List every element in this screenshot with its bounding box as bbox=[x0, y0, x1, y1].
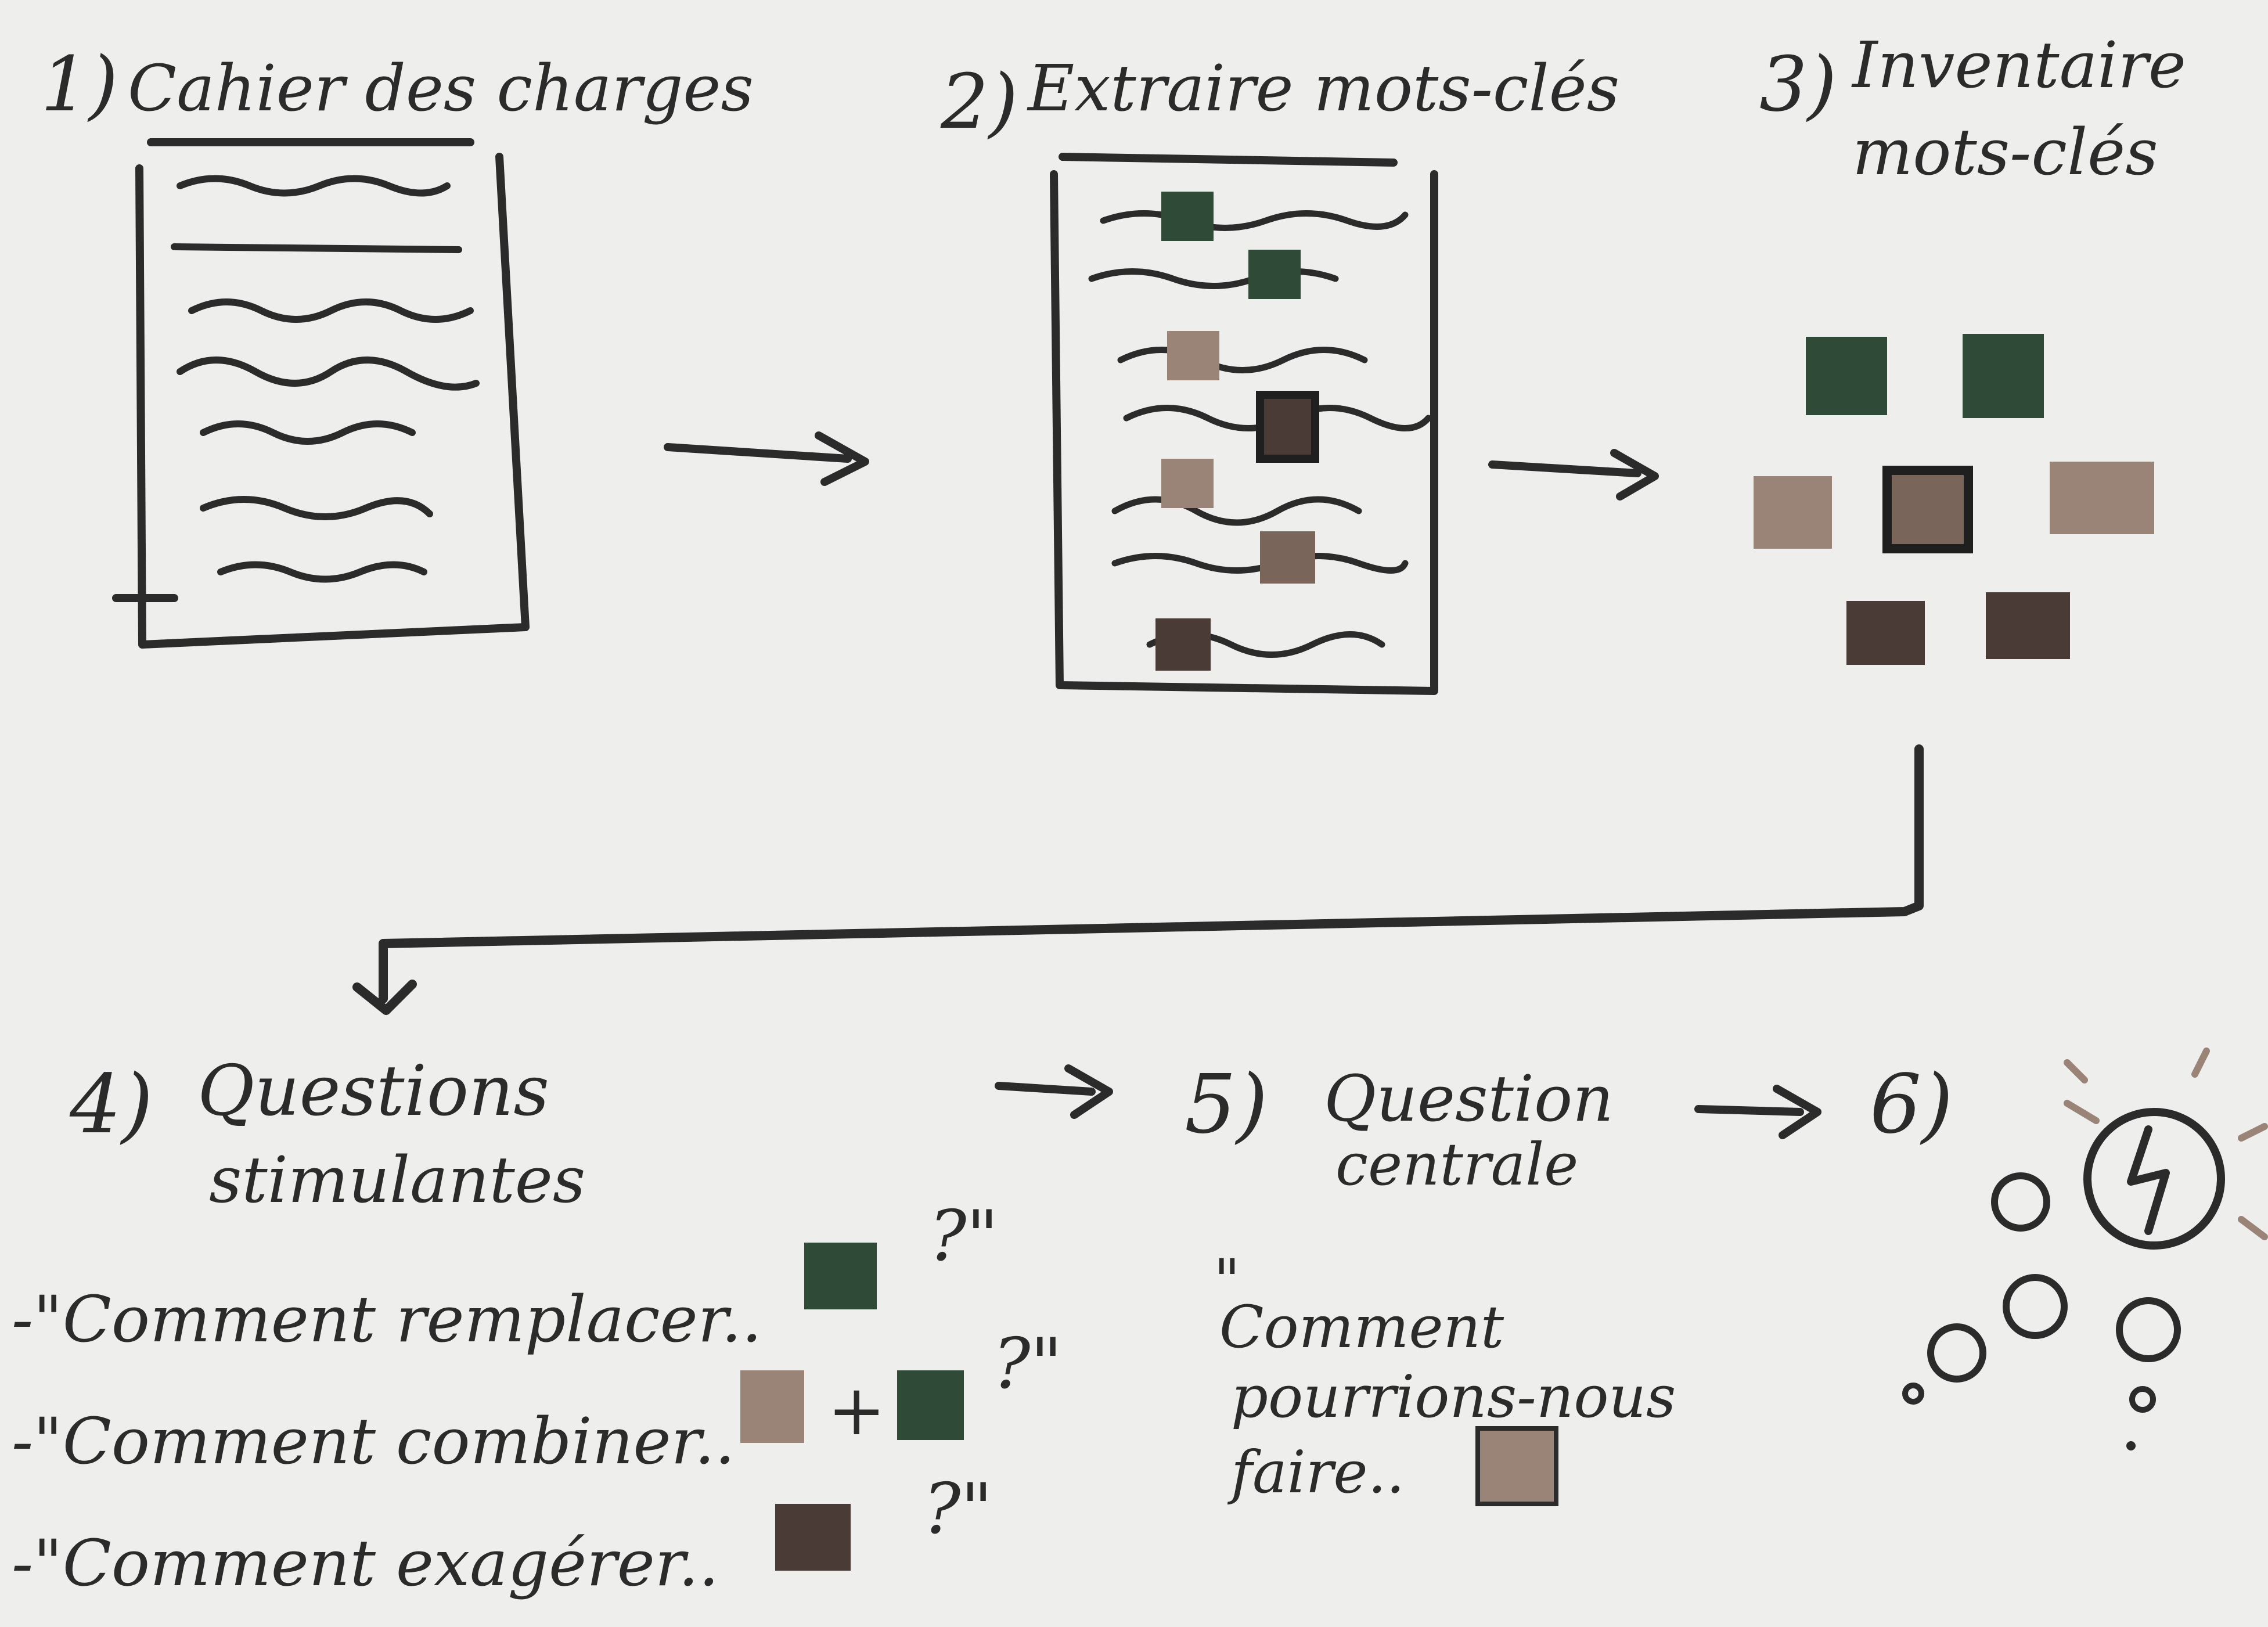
question-end: ?" bbox=[929, 1196, 999, 1277]
keyword-square-icon bbox=[1260, 531, 1315, 584]
question-item: -"Comment combiner.. + ?" bbox=[12, 1324, 1063, 1478]
keyword-square-icon bbox=[897, 1370, 964, 1440]
question-item: -"Comment exagérer.. ?" bbox=[12, 1469, 993, 1600]
step-6-number: 6) bbox=[1870, 1057, 1953, 1152]
step-2-label: Extraire mots-clés bbox=[1027, 51, 1619, 125]
lightning-bulb-icon bbox=[1902, 1048, 2268, 1450]
open-quote: " bbox=[1214, 1247, 1240, 1315]
question-list: -"Comment remplacer.. ?" -"Comment combi… bbox=[12, 1196, 1063, 1600]
keyword-square-icon bbox=[804, 1243, 877, 1309]
keyword-square-icon bbox=[1806, 337, 1887, 415]
keyword-square-icon bbox=[1963, 334, 2044, 418]
keyword-square-icon bbox=[1754, 476, 1832, 549]
central-question-line1: Comment bbox=[1219, 1293, 1504, 1361]
step-3-label-line1: Inventaire bbox=[1851, 28, 2186, 102]
arrow-right-icon bbox=[1488, 449, 1659, 501]
keyword-square-icon bbox=[1256, 391, 1319, 463]
step-4-number: 4) bbox=[69, 1057, 153, 1152]
step-4-label-line1: Questions bbox=[197, 1051, 549, 1132]
step-3-label-line2: mots-clés bbox=[1852, 115, 2158, 189]
arrow-right-icon bbox=[664, 431, 869, 486]
keyword-square-icon bbox=[1986, 592, 2070, 659]
keyword-square-icon bbox=[775, 1504, 851, 1571]
step-3: 3) Inventaire mots-clés bbox=[1754, 28, 2186, 665]
central-question-line2: pourrions-nous bbox=[1231, 1363, 1676, 1431]
keyword-square-icon bbox=[1161, 459, 1214, 508]
keyword-square-icon bbox=[1882, 466, 1973, 553]
step-3-number: 3) bbox=[1759, 40, 1837, 128]
plus-sign: + bbox=[827, 1370, 886, 1451]
central-question-line3: faire.. bbox=[1227, 1438, 1405, 1506]
question-text: -"Comment remplacer.. bbox=[12, 1282, 762, 1356]
step-2: 2) Extraire mots-clés bbox=[940, 51, 1659, 695]
keyword-inventory bbox=[1754, 334, 2154, 665]
step-1: 1) Cahier des charges bbox=[41, 40, 869, 649]
keyword-square-icon bbox=[2050, 462, 2154, 534]
step-5-label-line1: Question bbox=[1324, 1061, 1614, 1136]
document-with-keywords-icon bbox=[1050, 153, 1438, 695]
question-item: -"Comment remplacer.. ?" bbox=[12, 1196, 999, 1356]
keyword-square-icon bbox=[1167, 331, 1219, 380]
step-5-number: 5) bbox=[1185, 1057, 1268, 1152]
keyword-square-icon bbox=[1155, 618, 1211, 671]
text-lines bbox=[171, 175, 480, 583]
question-end: ?" bbox=[993, 1324, 1063, 1405]
keyword-square-icon bbox=[1475, 1426, 1558, 1506]
step-4-label-line2: stimulantes bbox=[209, 1143, 585, 1217]
keyword-square-icon bbox=[1161, 192, 1214, 241]
step-1-number: 1) bbox=[41, 40, 118, 128]
document-icon bbox=[112, 138, 530, 649]
question-text: -"Comment exagérer.. bbox=[12, 1526, 719, 1600]
keyword-square-icon bbox=[740, 1370, 804, 1443]
central-question: " Comment pourrions-nous faire.. bbox=[1214, 1247, 1676, 1506]
step-2-number: 2) bbox=[940, 57, 1018, 146]
keyword-square-icon bbox=[1248, 250, 1301, 299]
step-4: 4) Questions stimulantes -"Comment rempl… bbox=[12, 1051, 1113, 1600]
arrow-right-icon bbox=[995, 1064, 1113, 1119]
question-end: ?" bbox=[923, 1469, 993, 1550]
step-1-label: Cahier des charges bbox=[128, 51, 754, 125]
step-6: 6) bbox=[1870, 1048, 2268, 1450]
question-text: -"Comment combiner.. bbox=[12, 1404, 735, 1478]
connector-arrow bbox=[352, 744, 1924, 1015]
arrow-right-icon bbox=[1694, 1085, 1821, 1139]
keyword-square-icon bbox=[1846, 601, 1925, 665]
step-5: 5) Question centrale " Comment pourrions… bbox=[1185, 1057, 1821, 1506]
step-5-label-line2: centrale bbox=[1335, 1131, 1578, 1198]
